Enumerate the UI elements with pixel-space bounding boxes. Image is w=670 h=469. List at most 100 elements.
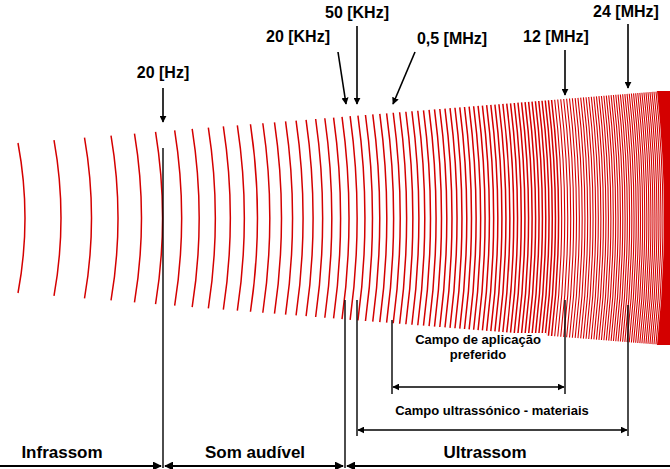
wavefront bbox=[250, 124, 257, 311]
pointer-arrow bbox=[627, 24, 629, 88]
wavefront bbox=[555, 100, 562, 337]
wavefront bbox=[387, 113, 394, 322]
wavefront bbox=[412, 111, 419, 325]
wavefront bbox=[175, 130, 182, 305]
wavefront bbox=[18, 143, 25, 293]
wavefront bbox=[511, 103, 518, 332]
wavefront bbox=[54, 140, 61, 296]
wavefront bbox=[400, 112, 407, 324]
wavefront bbox=[518, 103, 525, 334]
pointer-arrow bbox=[564, 50, 566, 95]
wavefront bbox=[418, 111, 425, 325]
wavefront-edge bbox=[657, 91, 670, 345]
wavefront bbox=[535, 101, 542, 334]
wavefront bbox=[350, 116, 357, 320]
wavefront bbox=[499, 104, 506, 332]
wavefront bbox=[552, 100, 559, 336]
wavefront bbox=[334, 118, 341, 319]
wavefront bbox=[365, 115, 372, 321]
wavefront bbox=[208, 128, 215, 309]
wavefront bbox=[192, 129, 199, 307]
range-arrow bbox=[393, 386, 564, 387]
pointer-arrow bbox=[162, 88, 164, 122]
band-arrow bbox=[0, 465, 161, 467]
wavefront bbox=[423, 110, 430, 325]
boundary-line bbox=[344, 300, 345, 468]
wavefront bbox=[545, 100, 552, 335]
wavefront bbox=[435, 109, 442, 326]
wavefront bbox=[495, 105, 502, 332]
wavefront bbox=[111, 136, 118, 301]
wavefront bbox=[306, 120, 313, 316]
pointer-arrow bbox=[393, 52, 415, 104]
wavefront bbox=[474, 106, 481, 329]
wavefront bbox=[223, 126, 230, 309]
wavefront bbox=[522, 102, 529, 333]
wavefront bbox=[373, 114, 380, 321]
band-arrow bbox=[347, 465, 670, 467]
wavefront bbox=[325, 118, 332, 317]
wavefront bbox=[296, 121, 303, 316]
wavefront bbox=[286, 121, 293, 314]
wavefront bbox=[460, 107, 467, 328]
range-arrow bbox=[358, 429, 627, 430]
wavefront bbox=[440, 109, 447, 327]
wavefront bbox=[455, 108, 462, 328]
wavefront bbox=[380, 114, 387, 322]
range-label: Campo de aplicação preferido bbox=[410, 333, 546, 363]
boundary-line bbox=[627, 305, 628, 436]
wavefront bbox=[532, 102, 539, 335]
wavefront bbox=[156, 132, 163, 304]
wavefront bbox=[342, 117, 349, 319]
boundary-line bbox=[564, 300, 565, 394]
band-label: Infrassom bbox=[19, 443, 104, 463]
wavefront bbox=[445, 109, 452, 328]
band-arrow bbox=[165, 465, 343, 467]
frequency-label: 12 [MHz] bbox=[521, 28, 591, 46]
frequency-label: 50 [KHz] bbox=[323, 4, 391, 22]
wavefront bbox=[450, 108, 457, 328]
wavefront bbox=[514, 103, 521, 333]
band-label: Som audível bbox=[203, 443, 307, 463]
band-label: Ultrassom bbox=[441, 443, 528, 463]
boundary-line bbox=[391, 320, 392, 394]
frequency-label: 0,5 [MHz] bbox=[415, 30, 489, 48]
pointer-arrow bbox=[338, 52, 346, 104]
wavefront bbox=[478, 106, 485, 330]
wavefront bbox=[406, 112, 413, 325]
wavefront bbox=[529, 102, 536, 334]
wavefront bbox=[429, 110, 436, 326]
wavefronts bbox=[18, 91, 670, 345]
wavefront bbox=[507, 104, 514, 333]
wavefront bbox=[539, 101, 546, 335]
frequency-label: 24 [MHz] bbox=[591, 3, 661, 21]
wavefront bbox=[469, 107, 476, 330]
range-label: Campo ultrassónico - materiais bbox=[393, 404, 591, 419]
wavefront bbox=[358, 116, 365, 321]
wavefront bbox=[491, 105, 498, 331]
wavefront bbox=[465, 107, 472, 329]
wavefront bbox=[503, 104, 510, 332]
wavefront bbox=[482, 106, 489, 331]
band-axis bbox=[0, 465, 670, 467]
wavefront bbox=[487, 105, 494, 331]
wavefront bbox=[274, 122, 281, 313]
wavefront bbox=[542, 101, 549, 335]
wavefront bbox=[263, 123, 270, 312]
wavefront bbox=[85, 138, 92, 299]
pointer-arrow bbox=[356, 26, 358, 104]
wavefront bbox=[561, 99, 568, 337]
wavefront bbox=[134, 134, 141, 303]
boundary-line bbox=[356, 300, 357, 436]
range-brackets bbox=[163, 148, 628, 468]
pointer-arrows bbox=[163, 24, 628, 122]
wavefront bbox=[237, 125, 244, 310]
frequency-label: 20 [KHz] bbox=[264, 28, 332, 46]
wavefront bbox=[558, 99, 565, 336]
wavefront bbox=[316, 119, 323, 317]
wavefront bbox=[525, 102, 532, 334]
wavefront bbox=[548, 100, 555, 336]
frequency-label: 20 [Hz] bbox=[135, 64, 191, 82]
